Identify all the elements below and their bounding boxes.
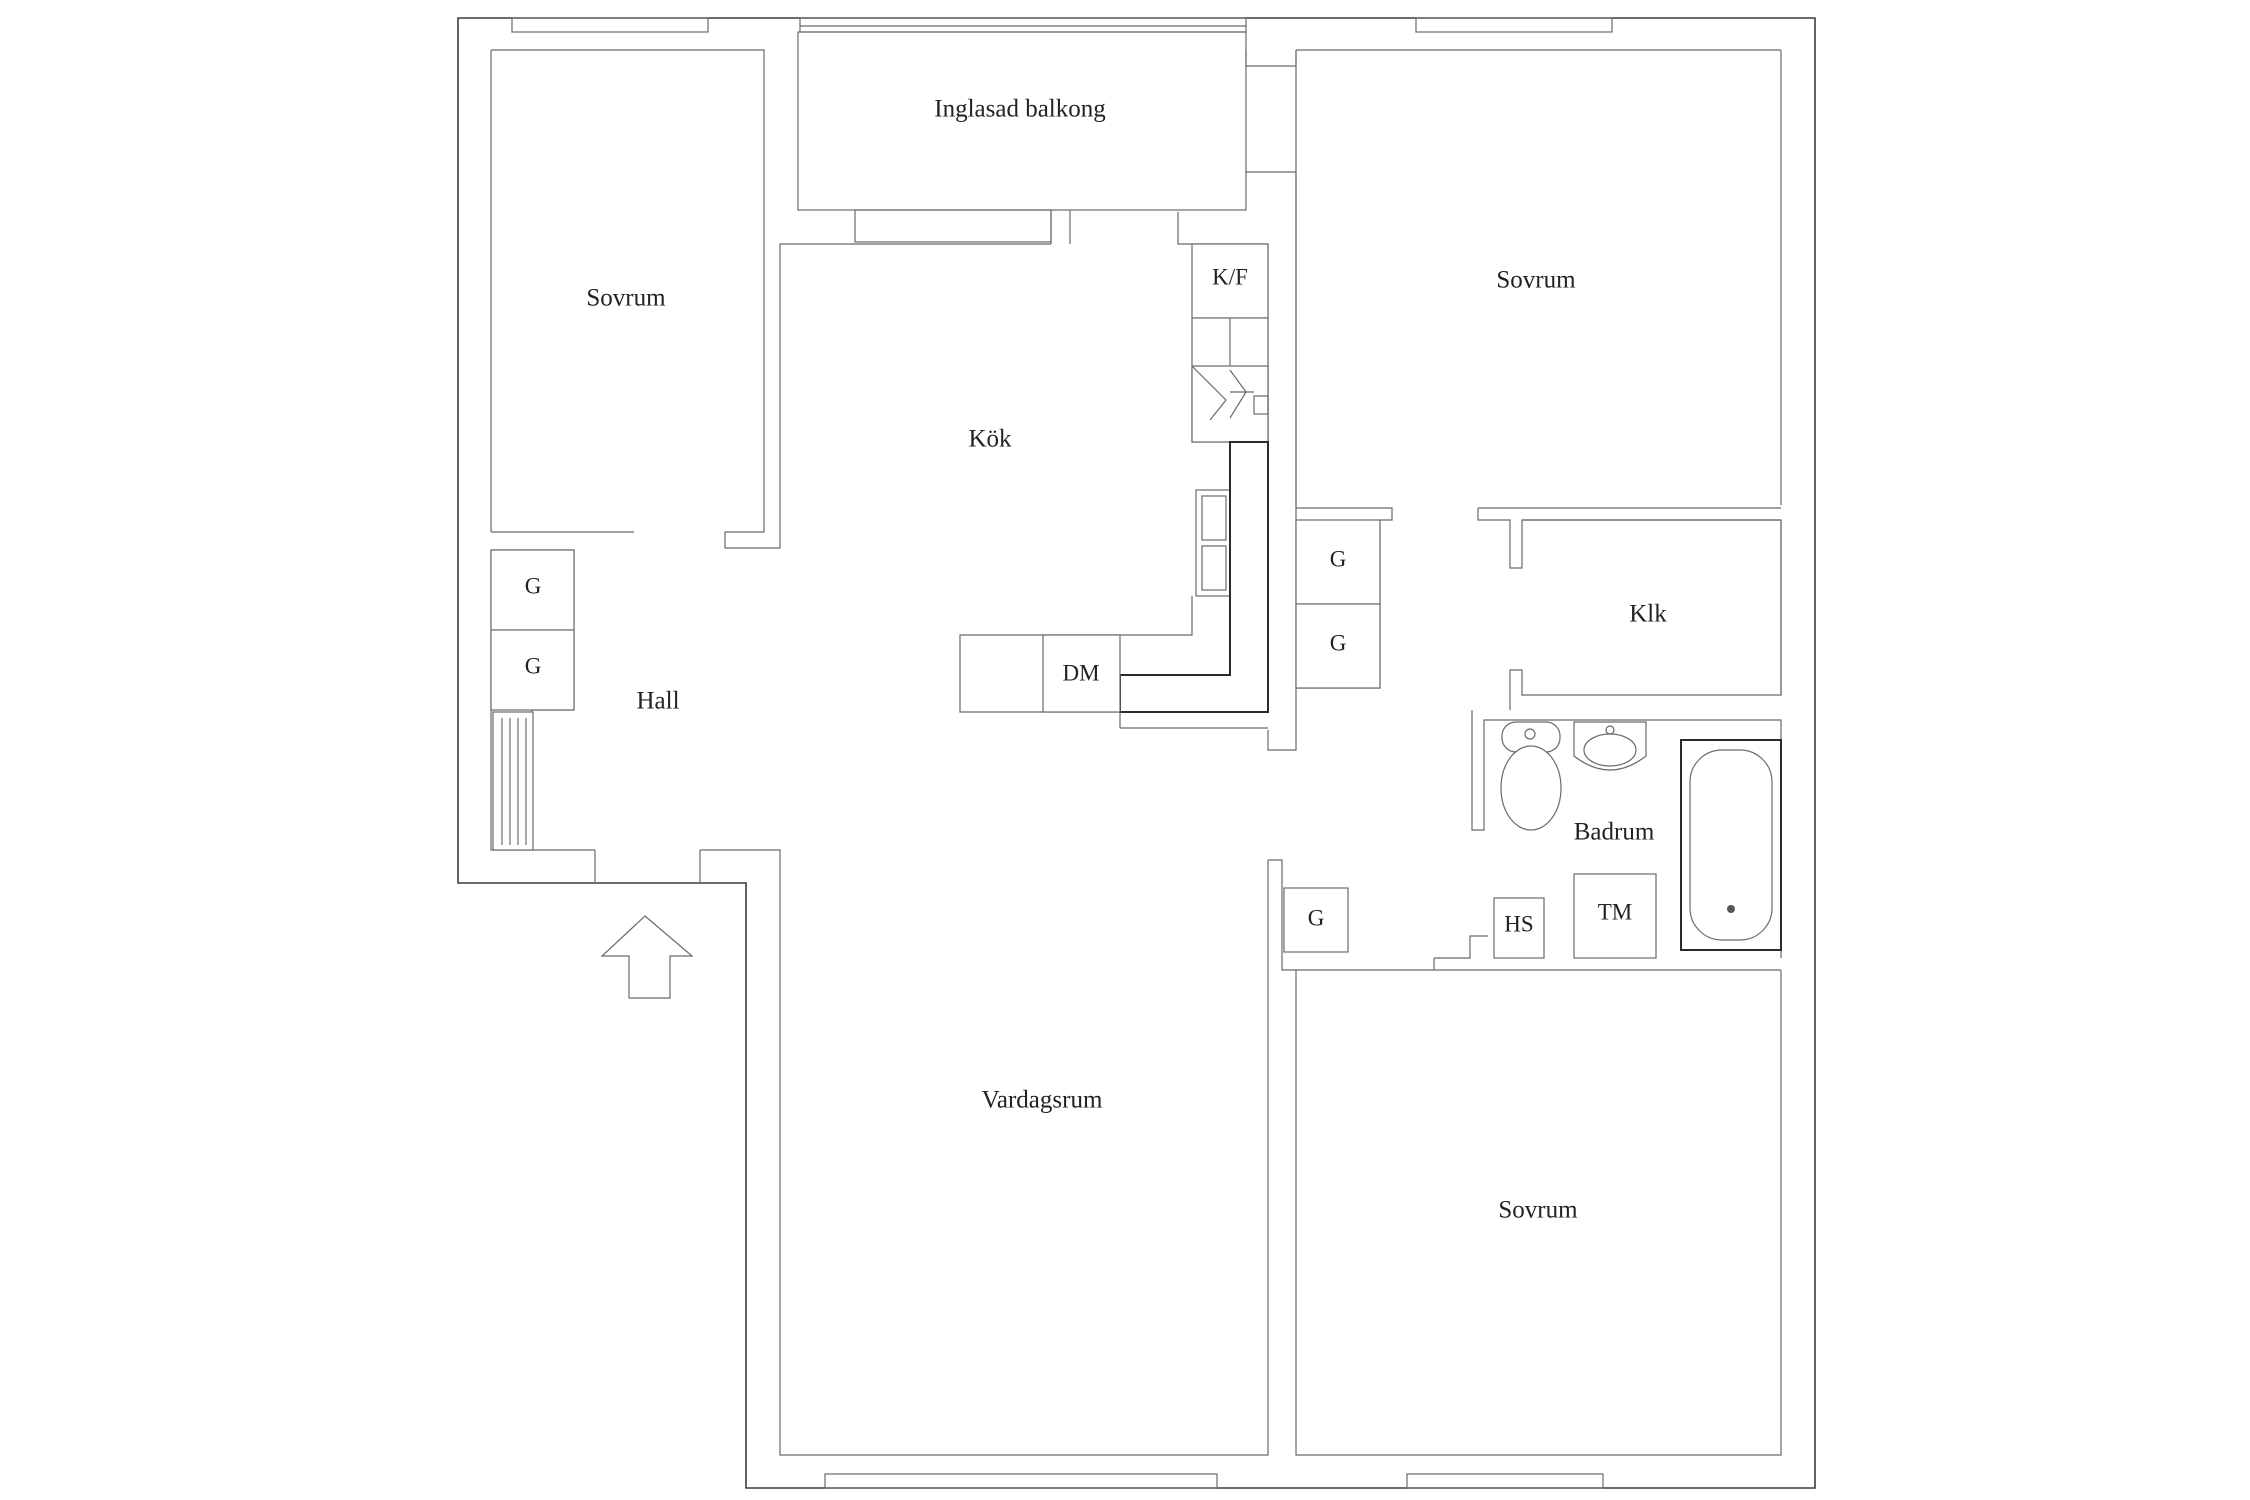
wardrobe-hall-2 — [490, 629, 575, 711]
wardrobe-hall-1 — [490, 549, 575, 631]
room-label-living-room: Vardagsrum — [982, 1087, 1103, 1114]
room-label-bedroom-bottom-right: Sovrum — [1498, 1197, 1578, 1224]
hall: G G Hall — [490, 549, 701, 883]
entrance-arrow-icon — [600, 915, 694, 999]
bathtub-icon — [1680, 739, 1782, 951]
room-label-bedroom-left: Sovrum — [586, 285, 666, 312]
kitchen-sink-icon — [1195, 489, 1233, 597]
living-room: G Vardagsrum — [982, 859, 1349, 1114]
room-label-bedroom-top-right: Sovrum — [1496, 267, 1576, 294]
room-label-kitchen: Kök — [968, 426, 1012, 453]
sink-icon — [1573, 721, 1647, 771]
toilet-icon — [1500, 721, 1562, 831]
room-label-walk-in-closet: Klk — [1629, 601, 1667, 628]
wardrobe-corridor-1 — [1295, 519, 1381, 605]
bathroom: HS TM Badrum — [1433, 710, 1782, 971]
balcony: Inglasad balkong — [797, 31, 1247, 244]
wardrobe-corridor-1-label: G — [1330, 546, 1347, 571]
room-label-hall: Hall — [636, 688, 679, 715]
wardrobe-hall-1-label: G — [525, 573, 542, 598]
room-label-balcony: Inglasad balkong — [934, 96, 1106, 123]
wardrobe-hall-2-label: G — [525, 653, 542, 678]
kitchen: Kök K/F DM — [959, 50, 1297, 751]
wardrobe-corridor-2-label: G — [1330, 630, 1347, 655]
dishwasher-label: DM — [1062, 660, 1099, 685]
room-label-bathroom: Badrum — [1574, 819, 1655, 846]
drying-cabinet — [1493, 897, 1545, 959]
windows — [511, 17, 1613, 1489]
corridor: G G — [1295, 507, 1393, 689]
fridge-freezer — [1191, 243, 1269, 319]
washing-machine-label: TM — [1598, 899, 1633, 924]
drying-cabinet-label: HS — [1504, 911, 1533, 936]
bedroom-top-right: Sovrum — [1295, 50, 1781, 509]
washing-machine — [1573, 873, 1657, 959]
bedroom-bottom-right: Sovrum — [1296, 969, 1578, 1224]
wardrobe-living-label: G — [1308, 905, 1325, 930]
wardrobe-corridor-2 — [1295, 603, 1381, 689]
bedroom-left: Sovrum — [491, 49, 1051, 549]
radiator-icon — [492, 711, 534, 851]
fridge-freezer-label: K/F — [1212, 264, 1248, 289]
walk-in-closet: Klk — [1477, 508, 1782, 710]
wardrobe-living — [1283, 887, 1349, 953]
stove-icon — [1191, 365, 1269, 443]
dishwasher — [1042, 634, 1121, 713]
